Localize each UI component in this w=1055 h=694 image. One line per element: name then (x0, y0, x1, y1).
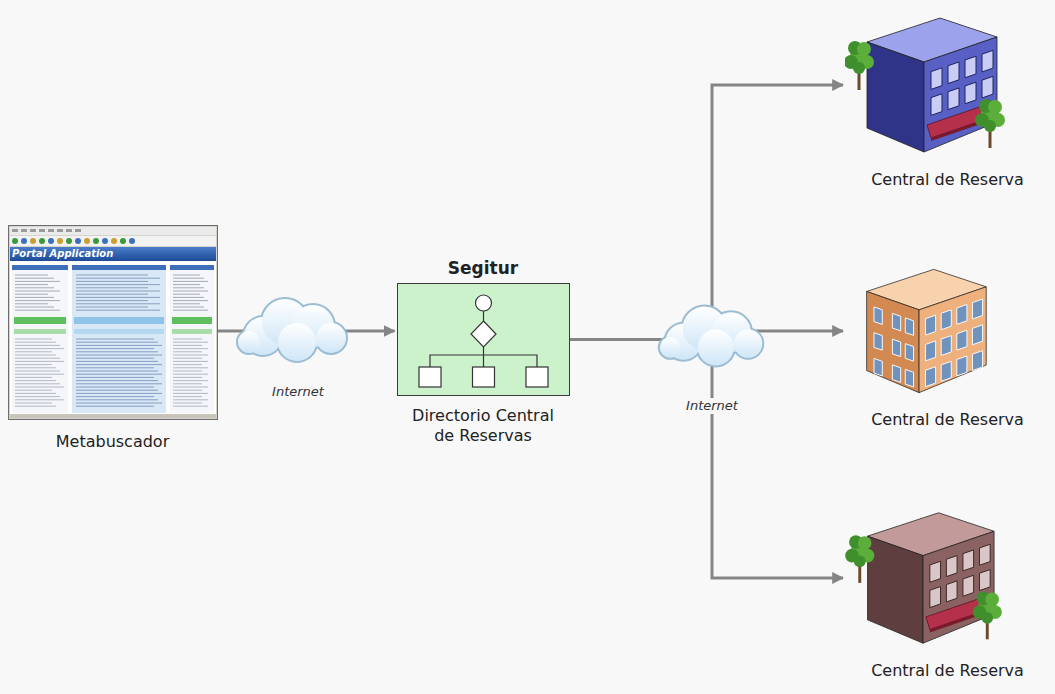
internet-cloud (659, 306, 764, 367)
node-heading: Segitur (383, 258, 583, 278)
cloud-part (238, 331, 260, 353)
connector-arrow (570, 85, 844, 340)
network-label: Internet (683, 398, 741, 414)
node-label: Central de Reserva (845, 170, 1050, 190)
flowchart-icon (397, 283, 570, 396)
building-frame (845, 262, 995, 400)
cloud-part (278, 323, 316, 361)
window-title: Portal Application (12, 247, 113, 261)
building-icon (845, 505, 1003, 651)
network-label: Internet (272, 384, 324, 400)
directory-service: SegiturDirectorio Central de Reservas (383, 258, 583, 446)
booking-center: Central de Reserva (845, 505, 1050, 681)
node-label: Directorio Central de Reservas (408, 406, 558, 446)
building-icon (845, 10, 1005, 160)
node-label: Central de Reserva (845, 661, 1050, 681)
connector-arrow (570, 340, 844, 579)
cloud-part (734, 329, 762, 357)
node-label: Central de Reserva (845, 410, 1050, 430)
building-icon (845, 262, 995, 400)
node-label: Metabuscador (5, 432, 220, 452)
cloud-part (660, 337, 681, 358)
process-box (397, 283, 570, 396)
cloud-part (316, 323, 346, 353)
building-frame (845, 505, 1003, 651)
cloud-part (698, 329, 734, 365)
internet-cloud (237, 298, 347, 362)
booking-center: Central de Reserva (845, 10, 1050, 190)
search-portal: Metabuscador (5, 225, 220, 452)
booking-center: Central de Reserva (845, 262, 1050, 430)
building-frame (845, 10, 1005, 160)
